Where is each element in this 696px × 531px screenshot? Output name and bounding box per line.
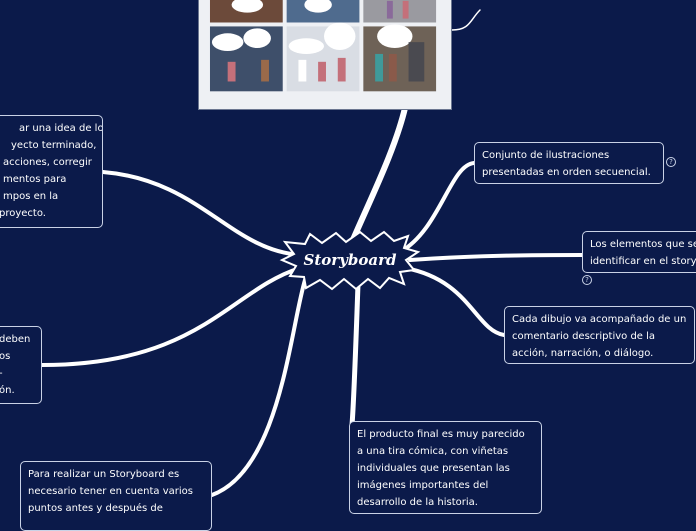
branch-image-connector <box>451 9 481 31</box>
branch-right-3 <box>403 266 506 337</box>
node-line: imágenes importantes del <box>357 480 489 491</box>
center-topic-title[interactable]: Storyboard <box>303 251 397 269</box>
node-line: mpos en la <box>3 191 59 202</box>
node-line: proyecto. <box>0 208 46 219</box>
node-bottom-left[interactable]: Para realizar un Storyboard es necesario… <box>20 461 212 531</box>
node-line: individuales que presentan las <box>357 463 510 474</box>
node-line: yecto terminado, <box>11 140 97 151</box>
node-line: ar una idea de lo <box>19 123 103 134</box>
node-left-top[interactable]: ar una idea de lo yecto terminado, accio… <box>0 115 103 228</box>
node-line: necesario tener en cuenta varios <box>28 486 194 497</box>
node-line: mentos para <box>3 174 67 185</box>
node-line: identificar en el story <box>590 256 696 267</box>
branch-left-top <box>101 170 302 257</box>
node-line: El producto final es muy parecido <box>357 429 525 440</box>
node-right-2[interactable]: Los elementos que se identificar en el s… <box>582 231 696 273</box>
node-line: acción, narración, o diálogo. <box>512 348 654 359</box>
node-line: Cada dibujo va acompañado de un <box>512 314 687 325</box>
question-circle-icon[interactable]: ? <box>582 275 592 285</box>
node-line: presentadas en orden secuencial. <box>482 167 651 178</box>
node-line: - <box>0 365 34 382</box>
node-line: Conjunto de ilustraciones <box>482 150 610 161</box>
question-circle-icon[interactable]: ? <box>666 157 676 167</box>
node-line: desarrollo de la historia. <box>357 497 478 508</box>
node-line: Para realizar un Storyboard es <box>28 469 180 480</box>
branch-right-1 <box>398 161 476 254</box>
comic-strip-image <box>198 0 452 110</box>
branch-right-2 <box>408 253 584 262</box>
node-right-1[interactable]: Conjunto de ilustraciones presentadas en… <box>474 142 664 184</box>
node-line: ón. <box>0 385 15 396</box>
node-line: deben <box>0 334 31 345</box>
node-bottom-mid[interactable]: El producto final es muy parecido a una … <box>349 421 542 514</box>
branch-left-mid <box>40 266 302 367</box>
node-line: a una tira cómica, con viñetas <box>357 446 509 457</box>
node-line: comentario descriptivo de la <box>512 331 656 342</box>
node-left-mid[interactable]: deben os - ón. <box>0 326 42 404</box>
branch-to-image <box>349 105 408 245</box>
center-starburst <box>279 230 421 291</box>
branch-bottom-left <box>210 278 307 497</box>
branch-bottom-mid <box>349 281 361 428</box>
node-right-3[interactable]: Cada dibujo va acompañado de un comentar… <box>504 306 695 364</box>
node-line: os <box>0 351 11 362</box>
branch-lines <box>40 9 584 497</box>
node-line: acciones, corregir <box>3 157 92 168</box>
node-line: Los elementos que se <box>590 239 696 250</box>
node-line: puntos antes y después de <box>28 503 163 514</box>
